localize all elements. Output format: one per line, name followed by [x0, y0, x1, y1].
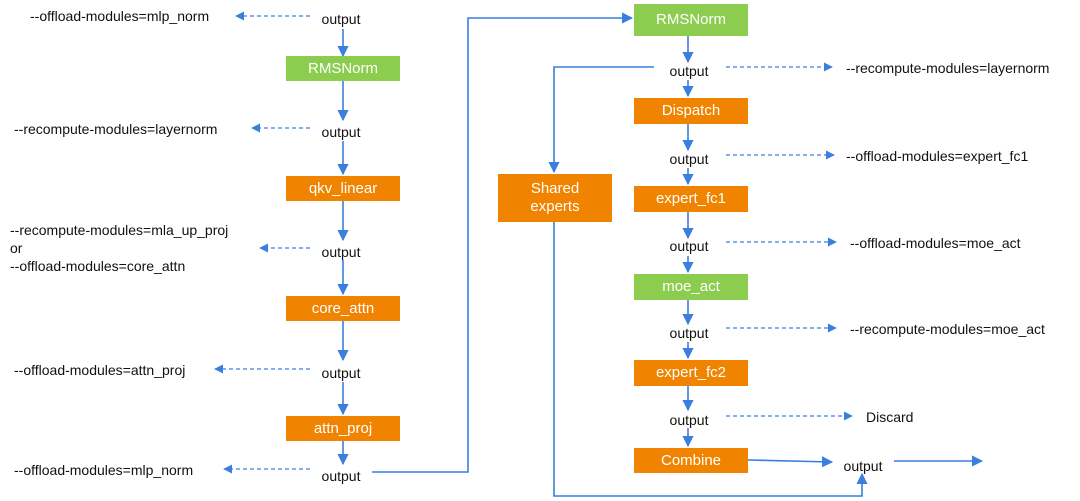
- right-dispatch-box: Dispatch: [634, 98, 748, 124]
- shared-experts-line1: Shared: [530, 180, 580, 197]
- left-annotation-4: --offload-modules=mlp_norm: [14, 462, 194, 478]
- right-annotation-4: --recompute-modules=moe_act: [850, 321, 1045, 337]
- right-moe-act-box: moe_act: [634, 274, 748, 300]
- left-output-2: output: [321, 244, 361, 260]
- left-annotation-0: --offload-modules=mlp_norm: [30, 8, 210, 24]
- arrow-right-combine-final: [747, 456, 834, 468]
- left-output-1: output: [321, 124, 361, 140]
- left-core-attn-box: core_attn: [286, 296, 400, 321]
- right-annotation-1: --recompute-modules=layernorm: [846, 60, 1050, 76]
- right-rmsnorm-box: RMSNorm: [634, 4, 748, 36]
- left-output-3: output: [321, 365, 361, 381]
- right-expert-fc1-box: expert_fc1: [634, 186, 748, 212]
- left-annotation-1: --recompute-modules=layernorm: [14, 121, 218, 137]
- right-output-4: output: [669, 325, 709, 341]
- left-annotation-2c: --offload-modules=core_attn: [10, 258, 186, 274]
- right-output-2: output: [669, 151, 709, 167]
- left-output-4: output: [321, 468, 361, 484]
- right-output-3: output: [669, 238, 709, 254]
- shared-experts-line2: experts: [530, 198, 580, 215]
- right-annotation-5: Discard: [866, 409, 914, 425]
- left-output-0: output: [321, 11, 361, 27]
- right-output-5: output: [669, 412, 709, 428]
- left-annotation-3: --offload-modules=attn_proj: [14, 362, 186, 378]
- arrow-right-shared-final: [553, 222, 868, 497]
- right-output-1: output: [669, 63, 709, 79]
- left-annotation-2b: or: [10, 240, 23, 256]
- right-annotation-2: --offload-modules=expert_fc1: [846, 148, 1029, 164]
- left-qkv-linear-box: qkv_linear: [286, 176, 400, 201]
- right-expert-fc2-box: expert_fc2: [634, 360, 748, 386]
- left-annotation-2a: --recompute-modules=mla_up_proj: [10, 222, 229, 238]
- right-combine-box: Combine: [634, 448, 748, 473]
- right-final-output: output: [843, 458, 883, 474]
- left-attn-proj-box: attn_proj: [286, 416, 400, 441]
- arrow-left-to-right-rmsnorm: [372, 12, 634, 473]
- shared-experts-box: Shared experts: [498, 174, 612, 222]
- arrow-right-out1-shared: [548, 66, 654, 174]
- left-rmsnorm-box: RMSNorm: [286, 56, 400, 81]
- right-annotation-3: --offload-modules=moe_act: [850, 235, 1021, 251]
